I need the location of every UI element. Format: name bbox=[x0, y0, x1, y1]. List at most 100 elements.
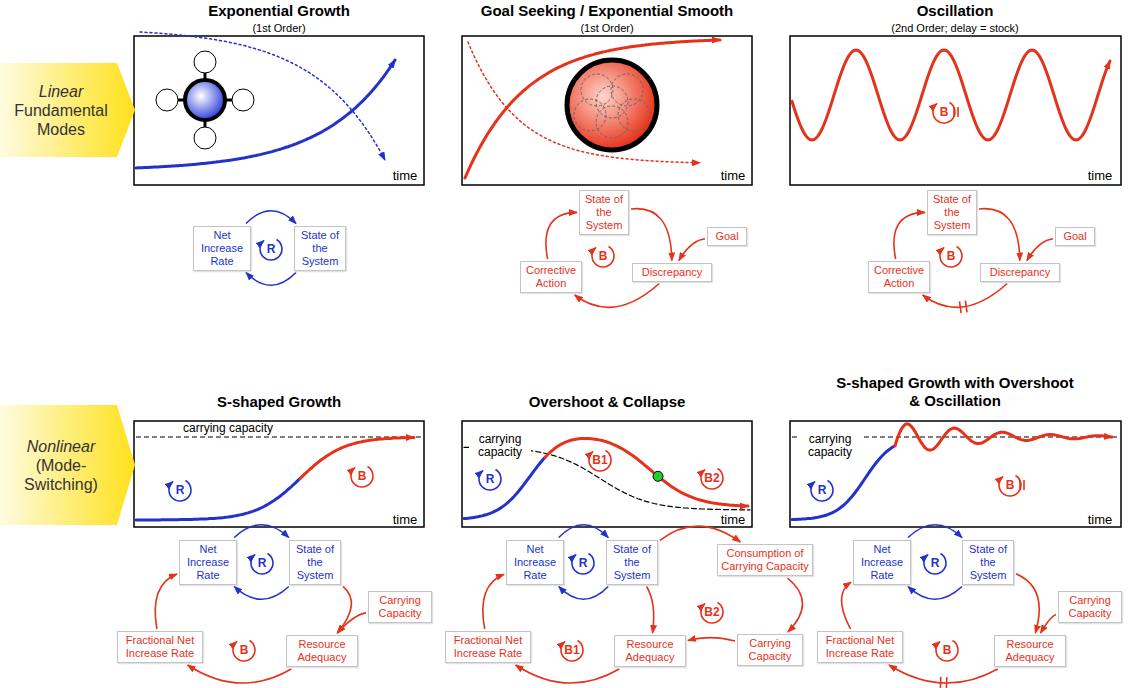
chart-title: S-shaped Growth bbox=[217, 393, 341, 411]
variable-box: Resource Adequacy bbox=[286, 635, 358, 667]
variable-box: State of the System bbox=[962, 540, 1014, 585]
causal-link bbox=[923, 284, 1008, 308]
behavior-curve bbox=[468, 42, 700, 163]
causal-link bbox=[631, 209, 672, 261]
chart-shape bbox=[194, 127, 216, 149]
variable-name: Goal bbox=[1059, 230, 1091, 243]
behavior-curve bbox=[792, 50, 1110, 140]
loop-label: B bbox=[940, 106, 949, 119]
causal-link bbox=[908, 587, 962, 600]
variable-box: Fractional Net Increase Rate bbox=[117, 631, 203, 663]
causal-link bbox=[647, 587, 654, 634]
variable-box: Fractional Net Increase Rate bbox=[445, 631, 531, 663]
causal-link bbox=[516, 665, 620, 683]
chart-shape bbox=[596, 86, 628, 118]
variable-name: Resource Adequacy bbox=[618, 638, 682, 664]
behavior-curve bbox=[136, 479, 300, 521]
causal-link bbox=[234, 525, 289, 538]
chart-shape bbox=[156, 89, 178, 111]
loop-arrow bbox=[233, 641, 255, 662]
axis-label: time bbox=[721, 512, 746, 527]
causal-link bbox=[679, 239, 705, 261]
variable-name: Goal bbox=[711, 230, 743, 243]
causal-link bbox=[559, 587, 608, 600]
variable-box: Goal bbox=[1055, 227, 1095, 246]
loop-label: B bbox=[358, 470, 367, 483]
delay-mark bbox=[957, 107, 959, 117]
variable-box: State of the System bbox=[606, 540, 658, 585]
delay-mark bbox=[946, 677, 948, 688]
variable-name: Net Increase Rate bbox=[857, 543, 907, 582]
causal-link bbox=[660, 526, 740, 542]
variable-box: Carrying Capacity bbox=[737, 634, 803, 666]
chart-title: Exponential Growth bbox=[208, 2, 350, 20]
axis-label: time bbox=[393, 512, 418, 527]
mode-arrow: Nonlinear(Mode-Switching) bbox=[0, 405, 135, 525]
axis-label: time bbox=[721, 168, 746, 183]
chart-shape bbox=[574, 74, 650, 138]
variable-name: Carrying Capacity bbox=[1062, 594, 1118, 620]
loop-arrow bbox=[936, 641, 958, 662]
variable-box: Consumption of Carrying Capacity bbox=[717, 544, 813, 576]
chart-title: Goal Seeking / Exponential Smooth bbox=[481, 2, 734, 20]
variable-box: Net Increase Rate bbox=[853, 540, 911, 585]
variable-box: Net Increase Rate bbox=[506, 540, 564, 585]
variable-name: Resource Adequacy bbox=[290, 638, 354, 664]
chart-subtitle: (2nd Order; delay = stock) bbox=[891, 22, 1018, 35]
loop-label: B2 bbox=[704, 606, 719, 619]
causal-link bbox=[889, 665, 998, 683]
causal-link bbox=[546, 212, 577, 259]
causal-link bbox=[246, 273, 296, 286]
variable-name: Resource Adequacy bbox=[998, 638, 1062, 664]
chart-shape bbox=[790, 36, 1121, 185]
capacity-label: carrying capacity bbox=[799, 433, 861, 459]
loop-arrow bbox=[811, 481, 833, 502]
chart-title: Oscillation bbox=[917, 2, 994, 20]
causal-link bbox=[234, 587, 289, 600]
state-dot bbox=[653, 471, 663, 481]
chart-shape bbox=[185, 80, 225, 120]
behavior-curve bbox=[464, 457, 545, 518]
variable-name: Discrepancy bbox=[984, 266, 1056, 279]
chart-shape bbox=[462, 36, 752, 185]
loop-label: R bbox=[486, 473, 495, 486]
variable-box: Discrepancy bbox=[980, 263, 1060, 282]
chart-shape bbox=[581, 74, 613, 106]
causal-link bbox=[894, 212, 925, 259]
mode-label: Nonlinear bbox=[14, 437, 109, 456]
mode-arrow: LinearFundamental Modes bbox=[0, 63, 135, 157]
variable-name: Net Increase Rate bbox=[197, 229, 247, 268]
mode-label: Fundamental Modes bbox=[14, 101, 109, 139]
variable-name: State of the System bbox=[298, 229, 342, 268]
loop-label: B bbox=[599, 250, 608, 263]
capacity-label: carrying capacity bbox=[469, 433, 531, 459]
causal-link bbox=[1027, 239, 1053, 261]
variable-name: Fractional Net Increase Rate bbox=[821, 634, 899, 660]
loop-label: B1 bbox=[564, 644, 579, 657]
capacity-label: carrying capacity bbox=[181, 422, 275, 435]
loop-arrow bbox=[940, 247, 962, 268]
loop-label: B bbox=[240, 644, 249, 657]
chart-subtitle: (1st Order) bbox=[252, 22, 305, 35]
variable-box: Carrying Capacity bbox=[368, 591, 432, 623]
loop-label: R bbox=[579, 557, 588, 570]
loop-label: B bbox=[947, 250, 956, 263]
chart-shape bbox=[134, 36, 424, 185]
axis-label: time bbox=[1088, 512, 1113, 527]
chart-shape bbox=[134, 36, 1121, 527]
chart-shape bbox=[618, 99, 650, 131]
arrow-shape bbox=[0, 405, 135, 525]
chart-shape bbox=[194, 51, 216, 73]
chart-shape bbox=[232, 89, 254, 111]
behavior-curve bbox=[465, 40, 720, 178]
loop-label: B bbox=[943, 644, 952, 657]
behavior-curve bbox=[300, 438, 414, 479]
chart-title: Overshoot & Collapse bbox=[529, 393, 686, 411]
delay-mark bbox=[960, 301, 962, 313]
loop-label: R bbox=[176, 484, 185, 497]
variable-name: State of the System bbox=[583, 193, 625, 232]
loop-arrow bbox=[924, 554, 946, 575]
variable-box: Corrective Action bbox=[868, 261, 930, 293]
behavior-curve bbox=[895, 424, 1112, 450]
